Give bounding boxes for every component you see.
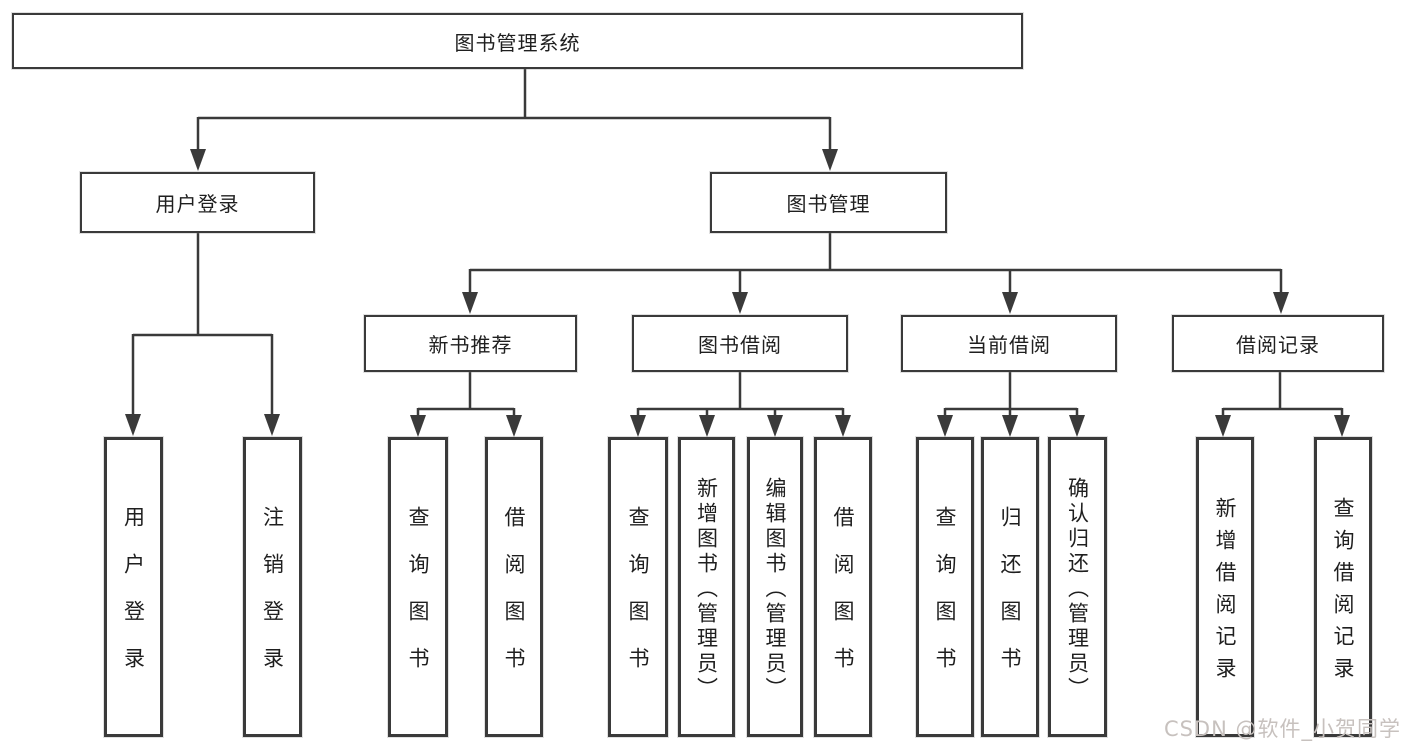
node-book-management: 图书管理 <box>710 172 947 233</box>
leaf-borrow-books: 借阅图书 <box>814 437 872 737</box>
leaf-current-query-books-label: 查询图书 <box>933 506 957 694</box>
leaf-return-books: 归还图书 <box>981 437 1039 737</box>
node-user-login: 用户登录 <box>80 172 315 233</box>
leaf-recommend-query-books-label: 查询图书 <box>406 506 430 694</box>
leaf-query-borrow-record: 查询借阅记录 <box>1314 437 1372 737</box>
leaf-user-login-label: 用户登录 <box>121 506 146 694</box>
leaf-recommend-query-books: 查询图书 <box>388 437 448 737</box>
node-borrow-records: 借阅记录 <box>1172 315 1384 372</box>
leaf-borrow-books-label: 借阅图书 <box>831 506 855 694</box>
leaf-add-books-admin-label: 新增图书（管理员） <box>694 476 719 702</box>
node-library-system: 图书管理系统 <box>12 13 1023 69</box>
node-current-borrow-label: 当前借阅 <box>967 333 1051 357</box>
node-user-login-label: 用户登录 <box>155 192 240 216</box>
node-book-management-label: 图书管理 <box>786 192 871 216</box>
leaf-recommend-borrow-books-label: 借阅图书 <box>502 506 526 694</box>
leaf-add-borrow-record: 新增借阅记录 <box>1196 437 1254 737</box>
leaf-return-books-label: 归还图书 <box>998 506 1022 694</box>
leaf-user-login: 用户登录 <box>104 437 163 737</box>
node-library-system-label: 图书管理系统 <box>454 30 581 55</box>
leaf-query-borrow-record-label: 查询借阅记录 <box>1331 496 1355 689</box>
leaf-add-books-admin: 新增图书（管理员） <box>678 437 735 737</box>
leaf-logout: 注销登录 <box>243 437 302 737</box>
leaf-borrow-query-books: 查询图书 <box>608 437 668 737</box>
leaf-edit-books-admin-label: 编辑图书（管理员） <box>763 476 787 702</box>
node-current-borrow: 当前借阅 <box>901 315 1117 372</box>
node-book-borrow: 图书借阅 <box>632 315 848 372</box>
node-book-borrow-label: 图书借阅 <box>698 333 782 357</box>
node-new-book-recommend: 新书推荐 <box>364 315 577 372</box>
leaf-add-borrow-record-label: 新增借阅记录 <box>1213 496 1237 689</box>
leaf-logout-label: 注销登录 <box>260 506 285 694</box>
leaf-recommend-borrow-books: 借阅图书 <box>485 437 543 737</box>
node-borrow-records-label: 借阅记录 <box>1236 333 1320 357</box>
leaf-borrow-query-books-label: 查询图书 <box>626 506 650 694</box>
node-new-book-recommend-label: 新书推荐 <box>428 333 513 357</box>
leaf-edit-books-admin: 编辑图书（管理员） <box>747 437 803 737</box>
leaf-confirm-return-admin-label: 确认归还（管理员） <box>1065 476 1090 702</box>
leaf-confirm-return-admin: 确认归还（管理员） <box>1048 437 1107 737</box>
leaf-current-query-books: 查询图书 <box>916 437 974 737</box>
